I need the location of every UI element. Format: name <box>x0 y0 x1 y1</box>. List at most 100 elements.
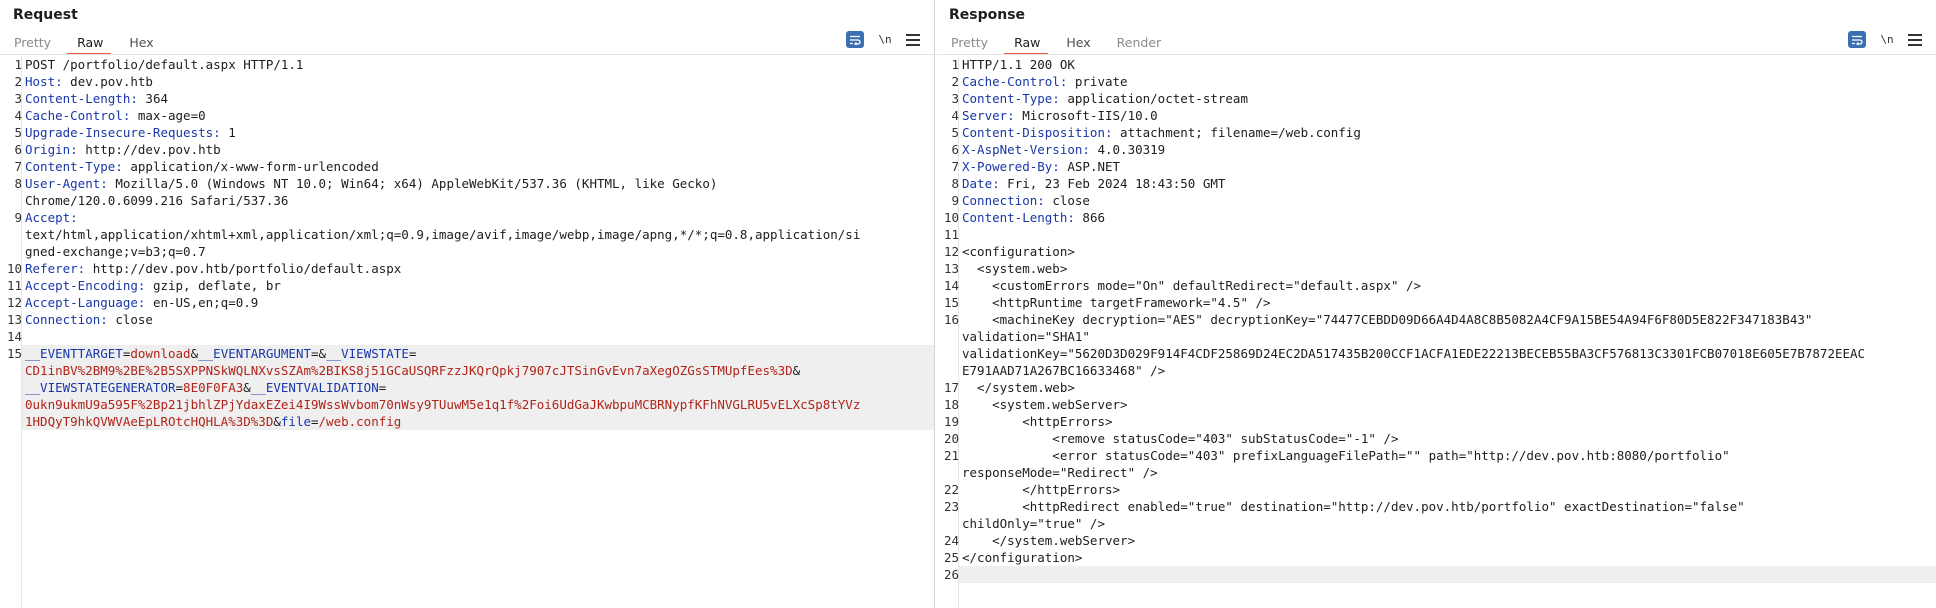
request-code-line: gned-exchange;v=b3;q=0.7 <box>0 243 934 260</box>
line-text: <error statusCode="403" prefixLanguageFi… <box>962 448 1730 463</box>
line-number: 9 <box>14 210 22 225</box>
header-name: Content-Type: <box>25 159 123 174</box>
tab-hex[interactable]: Hex <box>1066 35 1091 50</box>
tab-pretty[interactable]: Pretty <box>951 35 989 50</box>
response-tabs: Pretty Raw Hex Render <box>937 33 1173 55</box>
param-equals: = <box>311 346 319 361</box>
param-separator: & <box>243 380 251 395</box>
response-code-line: 19 <httpErrors> <box>937 413 1936 430</box>
line-text <box>959 226 962 243</box>
word-wrap-icon[interactable] <box>846 31 864 48</box>
param-equals: = <box>311 414 319 429</box>
line-number <box>937 362 959 379</box>
line-text: Host: dev.pov.htb <box>22 73 153 90</box>
line-text: Accept-Language: en-US,en;q=0.9 <box>22 294 258 311</box>
header-value: gzip, deflate, br <box>145 278 281 293</box>
param-value: /web.config <box>318 414 402 429</box>
header-name: Content-Length: <box>25 91 138 106</box>
line-text <box>959 566 1936 583</box>
line-number <box>0 192 22 209</box>
line-text: Content-Type: application/octet-stream <box>959 90 1248 107</box>
line-text: CD1inBV%2BM9%2BE%2B5SXPPNSkWQLNXvsSZAm%2… <box>22 362 934 379</box>
line-text: <remove statusCode="403" subStatusCode="… <box>962 431 1399 446</box>
hamburger-menu-icon[interactable] <box>1908 33 1922 46</box>
word-wrap-icon[interactable] <box>1848 31 1866 48</box>
line-number: 24 <box>943 533 959 548</box>
response-code-line: 16 <machineKey decryption="AES" decrypti… <box>937 311 1936 328</box>
response-code-line: 13 <system.web> <box>937 260 1936 277</box>
line-number <box>0 379 22 396</box>
response-code-line: 22 </httpErrors> <box>937 481 1936 498</box>
header-name: Accept-Language: <box>25 295 146 310</box>
line-gutter <box>937 56 959 608</box>
line-text: __EVENTTARGET=download&__EVENTARGUMENT=&… <box>22 345 934 362</box>
param-value: download <box>130 346 191 361</box>
line-number: 8 <box>951 176 959 191</box>
header-value: Fri, 23 Feb 2024 18:43:50 GMT <box>999 176 1226 191</box>
response-code-line: 17 </system.web> <box>937 379 1936 396</box>
request-code-line: __VIEWSTATEGENERATOR=8E0F0FA3&__EVENTVAL… <box>0 379 934 396</box>
line-number: 15 <box>943 295 959 310</box>
response-code-line: validationKey="5620D3D029F914F4CDF25869D… <box>937 345 1936 362</box>
line-text: validationKey="5620D3D029F914F4CDF25869D… <box>962 346 1866 361</box>
line-text: __VIEWSTATEGENERATOR=8E0F0FA3&__EVENTVAL… <box>22 379 934 396</box>
response-code-line: 23 <httpRedirect enabled="true" destinat… <box>937 498 1936 515</box>
line-text: Server: Microsoft-IIS/10.0 <box>959 107 1158 124</box>
header-name: User-Agent: <box>25 176 108 191</box>
line-number: 3 <box>14 91 22 106</box>
header-value: 866 <box>1074 210 1105 225</box>
show-newlines-icon[interactable]: \n <box>1880 33 1894 46</box>
header-value: Microsoft-IIS/10.0 <box>1014 108 1158 123</box>
response-code-line: validation="SHA1" <box>937 328 1936 345</box>
header-value: max-age=0 <box>130 108 206 123</box>
show-newlines-icon[interactable]: \n <box>878 33 892 46</box>
tab-render[interactable]: Render <box>1116 35 1162 50</box>
request-code-line: 15__EVENTTARGET=download&__EVENTARGUMENT… <box>0 345 934 362</box>
line-text: User-Agent: Mozilla/5.0 (Windows NT 10.0… <box>22 175 717 192</box>
line-number: 9 <box>951 193 959 208</box>
line-text: <httpRuntime targetFramework="4.5" /> <box>962 295 1271 310</box>
line-text: HTTP/1.1 200 OK <box>962 57 1075 72</box>
header-name: Content-Disposition: <box>962 125 1113 140</box>
line-number: 11 <box>943 227 959 242</box>
header-name: Content-Type: <box>962 91 1060 106</box>
header-name: Date: <box>962 176 1000 191</box>
param-name: __EVENTVALIDATION <box>250 380 379 395</box>
param-name: __EVENTARGUMENT <box>198 346 312 361</box>
request-code-line: 0ukn9ukmU9a595F%2Bp21jbhlZPjYdaxEZei4I9W… <box>0 396 934 413</box>
line-text: POST /portfolio/default.aspx HTTP/1.1 <box>25 57 304 72</box>
header-value: attachment; filename=/web.config <box>1112 125 1361 140</box>
param-equals: = <box>175 380 184 395</box>
hamburger-menu-icon[interactable] <box>906 33 920 46</box>
line-number <box>937 515 959 532</box>
line-number: 21 <box>943 448 959 463</box>
line-text: </httpErrors> <box>962 482 1121 497</box>
line-text: Origin: http://dev.pov.htb <box>22 141 221 158</box>
param-name: __EVENTTARGET <box>25 346 123 361</box>
line-text: Cache-Control: max-age=0 <box>22 107 206 124</box>
tab-raw[interactable]: Raw <box>63 33 115 55</box>
tab-raw[interactable]: Raw <box>1000 33 1052 55</box>
param-separator: & <box>190 346 199 361</box>
tab-pretty[interactable]: Pretty <box>14 35 52 50</box>
header-name: Accept: <box>25 210 78 225</box>
line-number: 10 <box>943 210 959 225</box>
line-number: 22 <box>943 482 959 497</box>
line-text: E791AAD71A267BC16633468" /> <box>962 363 1166 378</box>
line-number <box>937 345 959 362</box>
response-code-line: 14 <customErrors mode="On" defaultRedire… <box>937 277 1936 294</box>
tab-hex[interactable]: Hex <box>129 35 154 50</box>
